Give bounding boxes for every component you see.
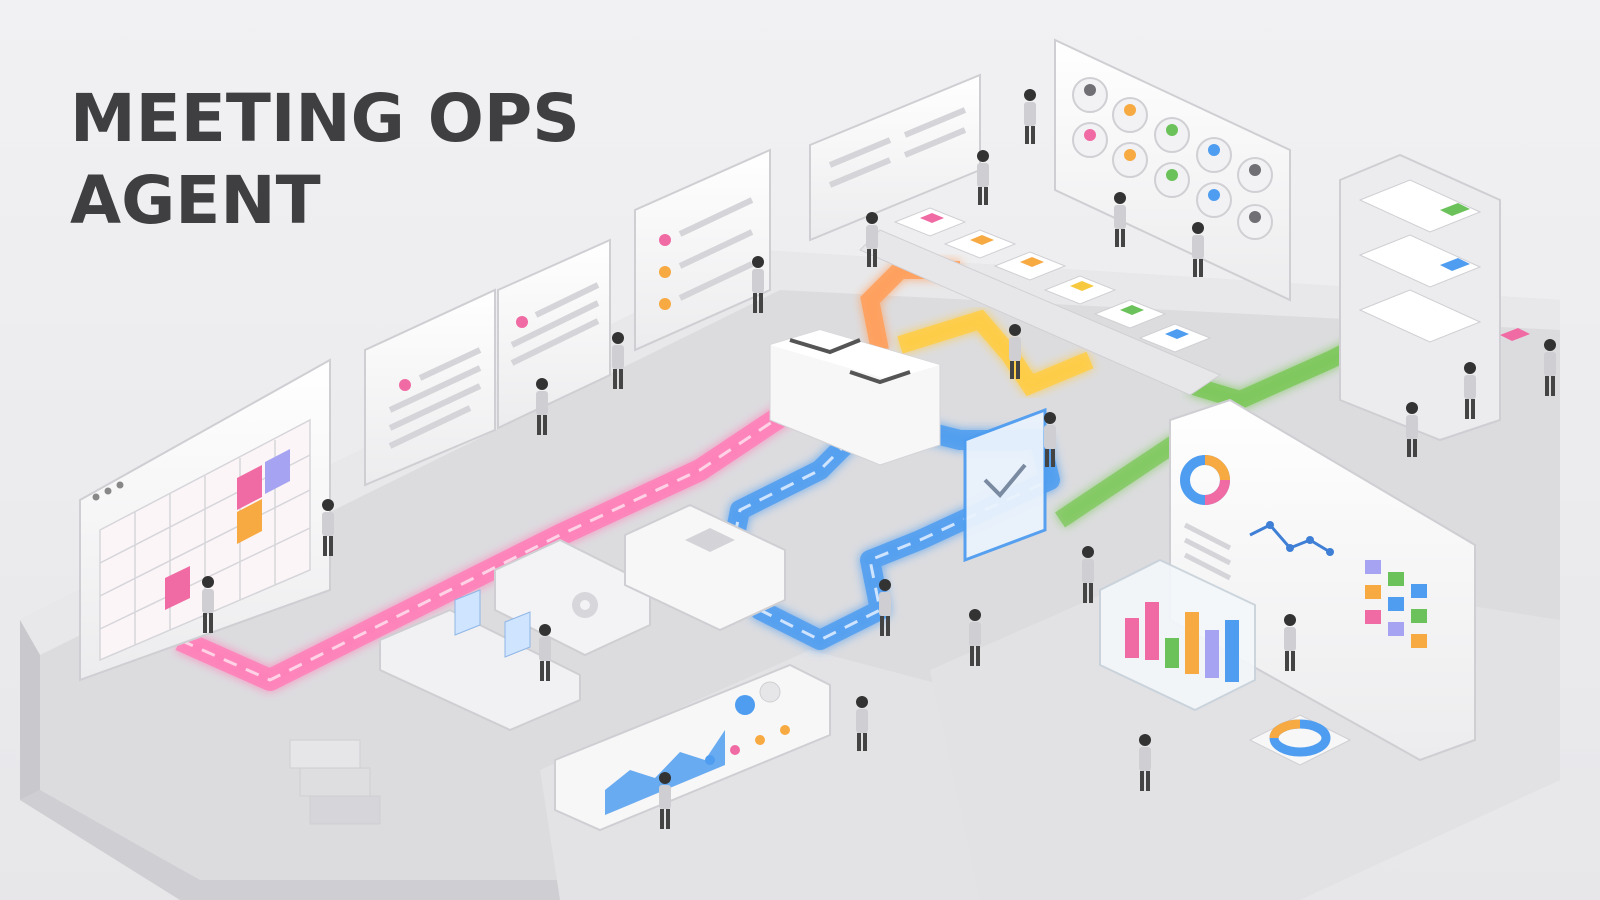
title-line-2: AGENT [70,162,321,239]
task-card [1043,275,1117,305]
person-figure [879,579,891,636]
workstation-desk [379,589,581,732]
line-chart-icon [1249,521,1334,556]
person-figure [977,150,989,205]
calendar-panel [79,358,331,682]
task-card [1093,299,1167,329]
gear-module [494,538,651,657]
person-figure [1406,402,1418,457]
person-figure [1544,339,1556,396]
person-figure [1024,89,1036,144]
person-figure [969,609,981,666]
notes-panel [809,73,981,242]
person-figure [536,378,548,435]
person-figure [539,624,551,681]
person-figure [322,499,334,556]
flow-pipe-pink [175,400,797,691]
checkmark-icon [983,463,1027,498]
checklist-panel [634,148,771,352]
server-rack [1339,153,1530,442]
person-figure [1114,192,1126,247]
title-line-1: MEETING OPS [70,80,580,157]
person-figure [1044,412,1056,467]
person-figure [866,212,878,267]
page-title: MEETING OPS AGENT [70,78,580,242]
task-card [943,229,1017,259]
person-figure [202,576,214,633]
task-card [993,251,1067,281]
dashboard-tiles [1365,560,1427,648]
check-panel [963,407,1047,563]
people-figures [202,89,1556,829]
bar-chart-cube [1099,558,1256,712]
document-panel-2 [497,238,611,430]
document-panel-1 [364,288,496,487]
server-rack-icon [1358,179,1530,343]
gear-icon [572,592,598,618]
person-figure [612,332,624,389]
person-figure [1464,362,1476,419]
checklist-icon [659,197,754,310]
central-hub [769,329,941,466]
person-avatar-icon [1072,77,1273,240]
person-figure [1009,324,1021,379]
task-card [1138,323,1212,353]
task-card [893,207,967,237]
person-figure [1082,546,1094,603]
participants-panel [1054,38,1291,302]
person-figure [659,772,671,829]
person-figure [1192,222,1204,277]
person-figure [752,256,764,313]
person-figure [1139,734,1151,791]
donut-chart-icon [1180,455,1230,505]
processor-module [624,503,786,632]
bar-chart-icon [1125,602,1239,682]
task-card-conveyor [859,207,1222,396]
platform-steps [289,739,381,825]
person-figure [856,696,868,751]
analytics-dashboard [1169,398,1476,762]
document-icon [388,347,482,449]
floor-donut [1248,714,1352,766]
person-figure [1284,614,1296,671]
